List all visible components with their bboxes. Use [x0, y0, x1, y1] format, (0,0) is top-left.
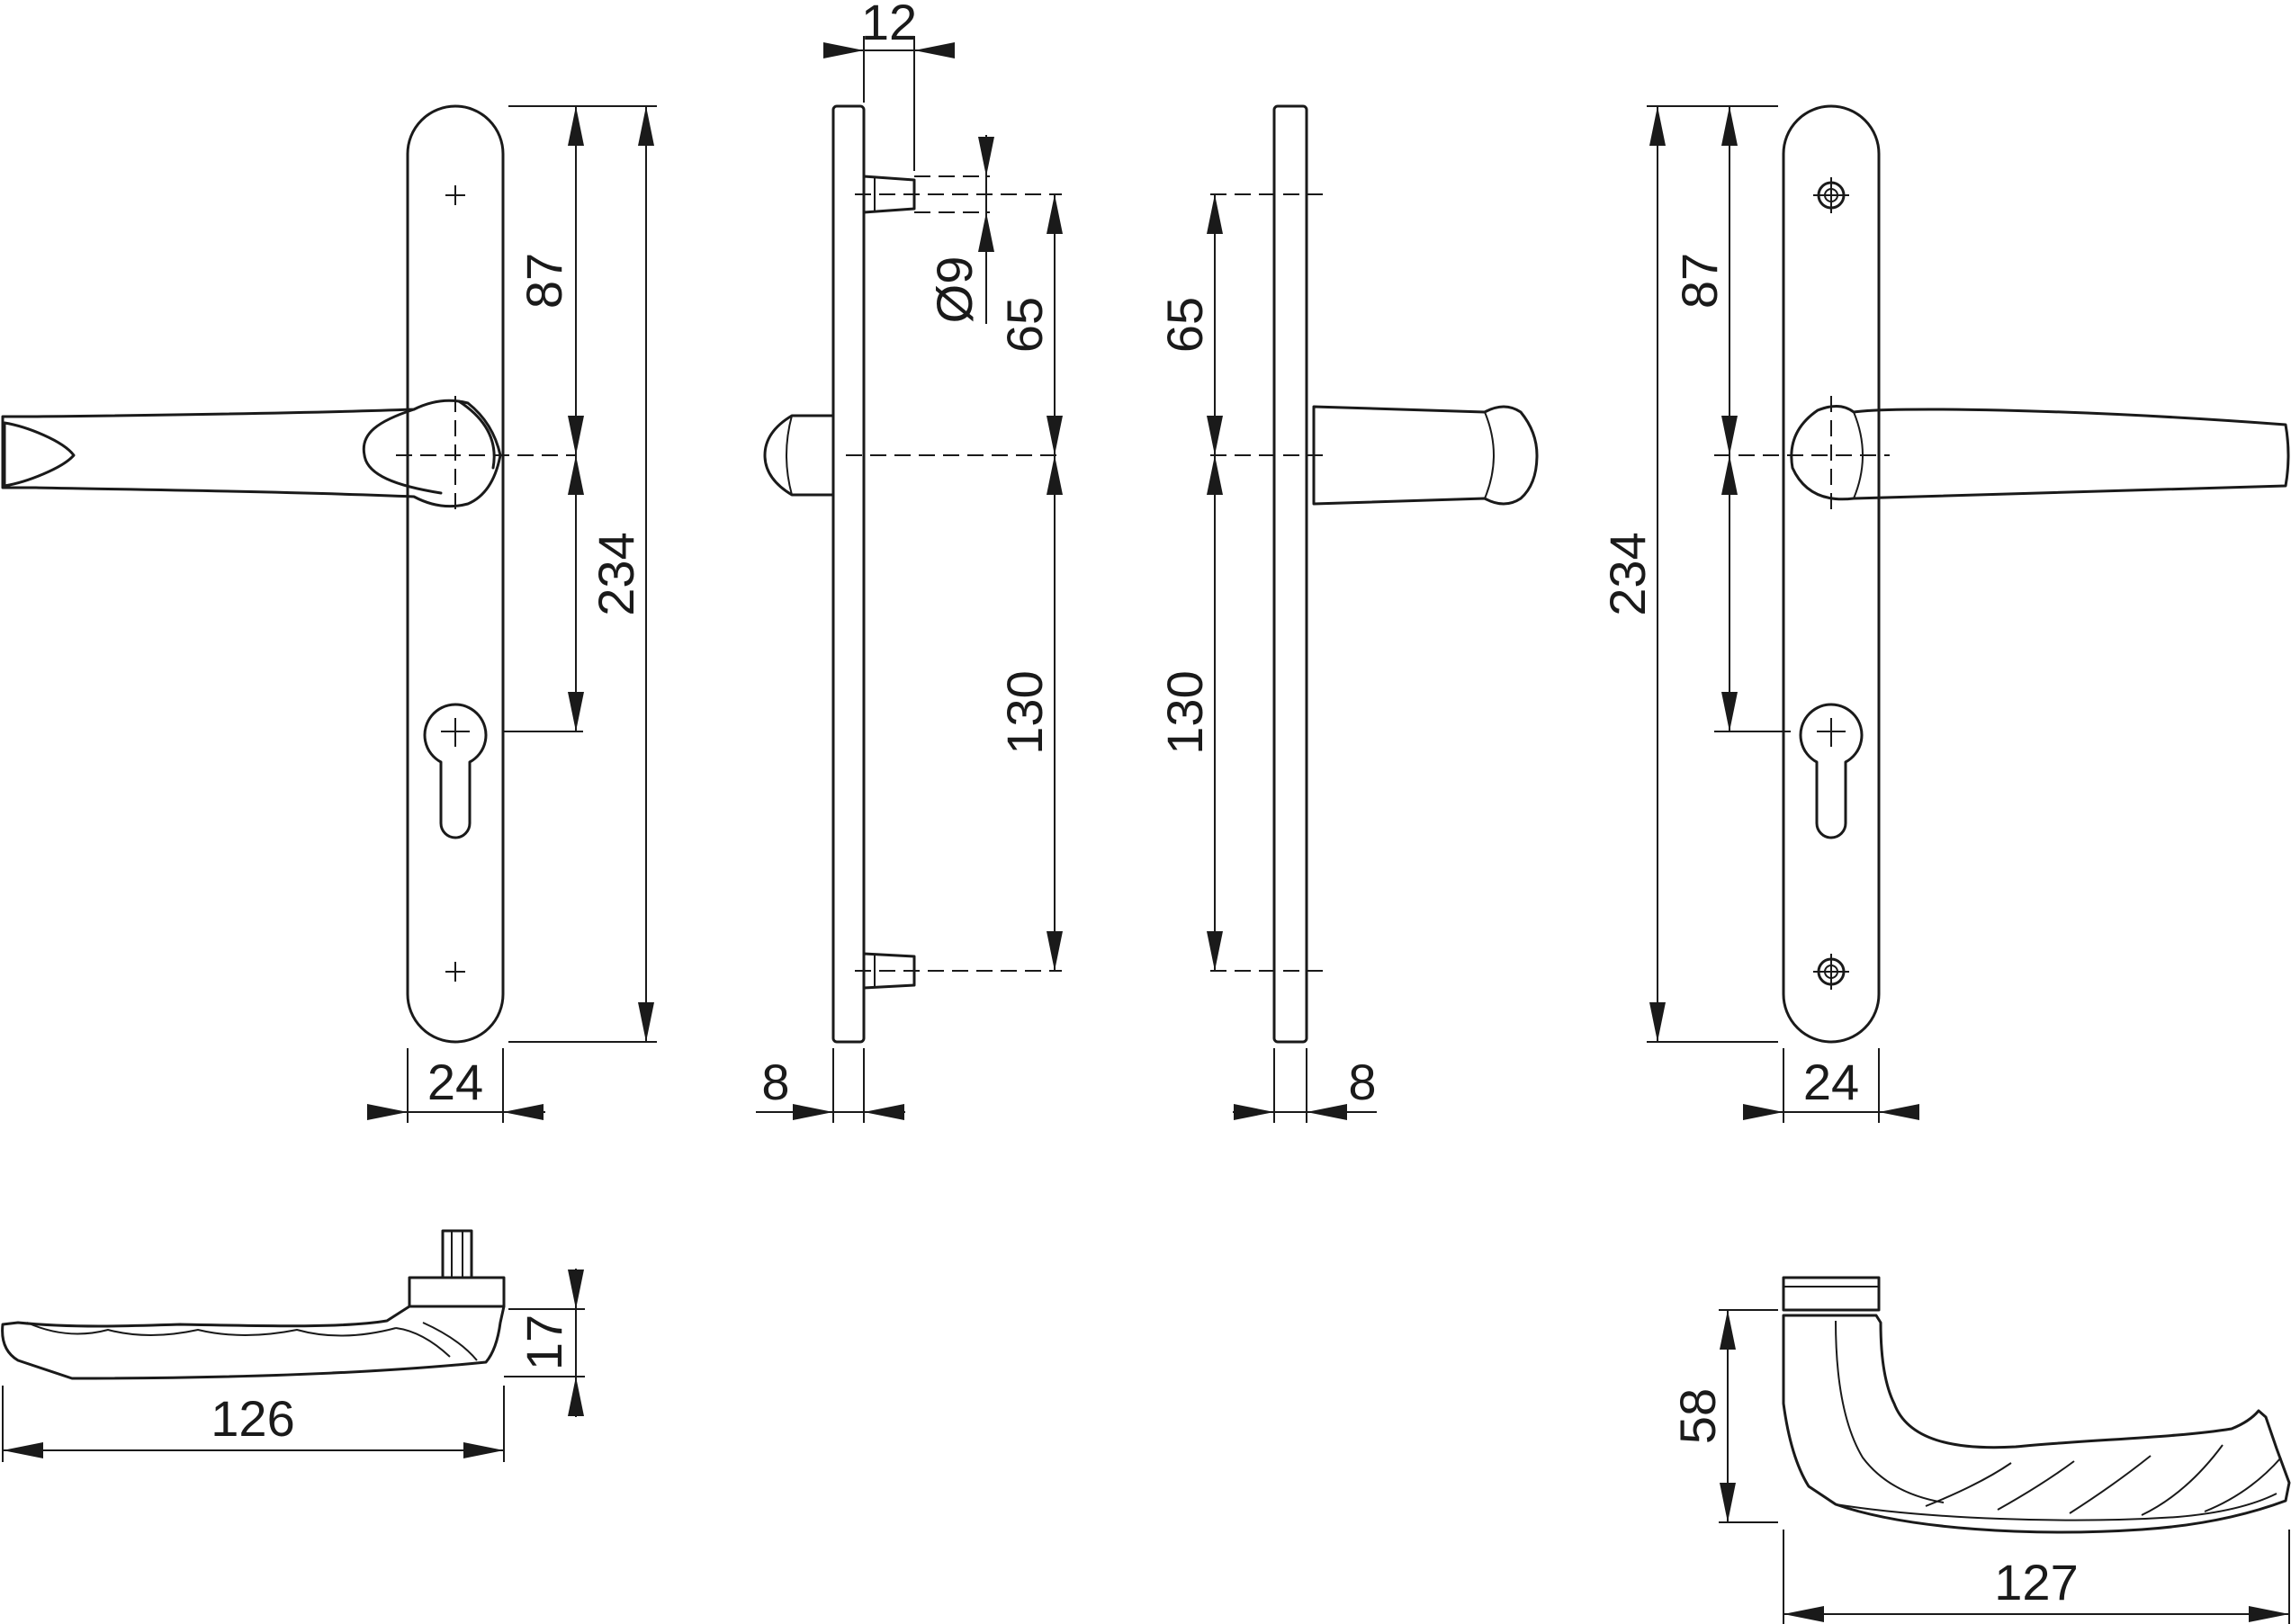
dim-label-17: 17: [516, 1314, 572, 1370]
front-view-left: 87 234 24: [1, 104, 657, 1123]
backplate-outline-right: [1782, 104, 1881, 1044]
rose-side: [1782, 1276, 1881, 1312]
fixing-stub-bottom: [862, 952, 916, 990]
dim-label-8-b: 8: [1348, 1054, 1376, 1110]
dim-label-127: 127: [1994, 1554, 2078, 1611]
screw-symbol-bottom: [1813, 954, 1849, 990]
lever-tip: [3, 421, 76, 488]
screw-mark-bottom: [445, 962, 465, 982]
backplate-outline: [406, 104, 505, 1044]
dim-label-234: 234: [588, 532, 644, 615]
backplate-side: [831, 104, 866, 1044]
lever-handle-right: [1790, 405, 2290, 501]
side-view-a: 12 Ø9 65 130 8: [756, 0, 1063, 1123]
dim-label-bore: Ø9: [926, 256, 983, 324]
dim-label-65-a: 65: [996, 297, 1053, 353]
dim-label-8-a: 8: [761, 1054, 789, 1110]
lever-rose: [362, 399, 496, 495]
cylinder-cutout-right: [1799, 703, 1864, 839]
dim-label-234-right: 234: [1599, 532, 1656, 615]
front-view-right: 234 87 24: [1599, 104, 2290, 1123]
side-view-b: 65 130 8: [1156, 104, 1539, 1123]
rose-top: [408, 1276, 506, 1308]
dim-label-87-right: 87: [1671, 253, 1728, 309]
dim-label-126: 126: [211, 1390, 294, 1447]
dim-label-58: 58: [1669, 1388, 1726, 1444]
cylinder-cutout: [423, 703, 488, 839]
dim-label-24: 24: [427, 1054, 483, 1110]
dim-label-24-right: 24: [1803, 1054, 1859, 1110]
side-view-lever: 58 127: [1669, 1276, 2291, 1624]
dim-label-12: 12: [861, 0, 917, 50]
screw-symbol-top: [1813, 177, 1849, 213]
fixing-stub-top: [862, 175, 916, 214]
rose-knob: [763, 414, 835, 497]
dim-label-130-a: 130: [996, 670, 1053, 754]
dim-label-87: 87: [516, 253, 572, 309]
lever-profile: [1312, 405, 1539, 506]
top-view-lever: 17 126: [1, 1229, 585, 1462]
lever-side-outline: [1782, 1314, 2291, 1534]
cylinder-centermark: [441, 718, 470, 747]
dim-label-130-b: 130: [1156, 670, 1213, 754]
backplate-side-b: [1272, 104, 1308, 1044]
lever-top-outline: [1, 1305, 506, 1380]
screw-mark-top: [445, 185, 465, 205]
spindle-top: [441, 1229, 473, 1279]
dim-label-65-b: 65: [1156, 297, 1213, 353]
